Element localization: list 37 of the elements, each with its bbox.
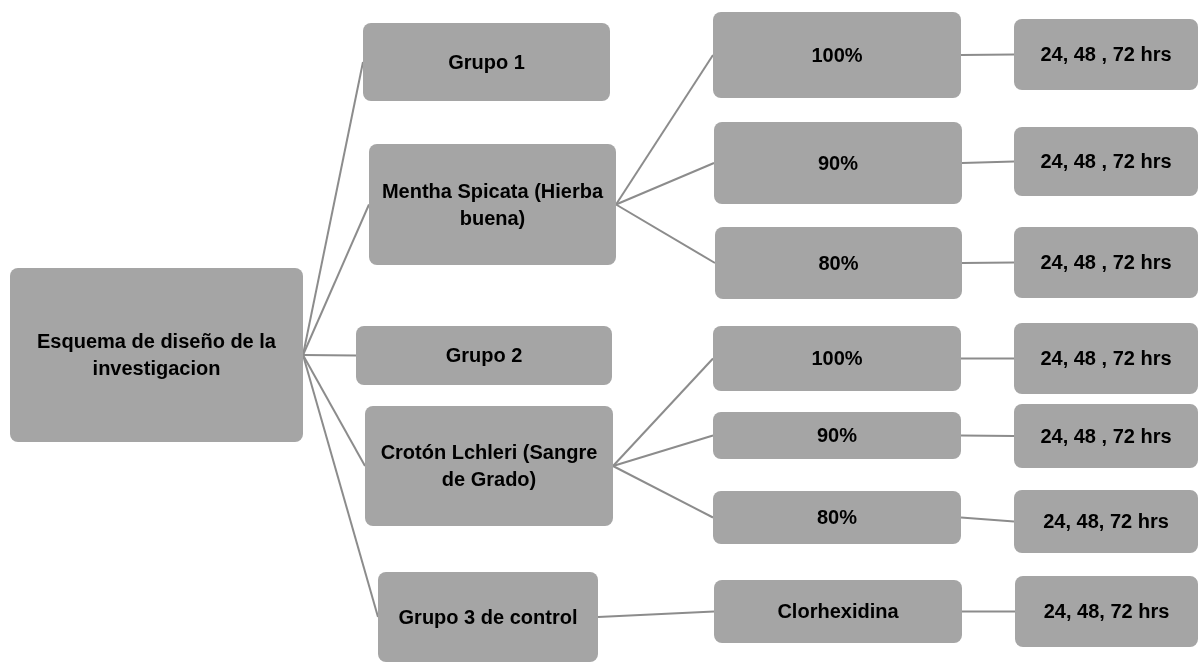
process-box: 24, 48 , 72 hrs bbox=[1014, 227, 1198, 298]
process-box: 90% bbox=[714, 122, 962, 204]
process-box: 24, 48 , 72 hrs bbox=[1014, 127, 1198, 196]
connector-line bbox=[961, 610, 1016, 613]
connector-line bbox=[302, 354, 366, 467]
process-box: 24, 48 , 72 hrs bbox=[1014, 19, 1198, 90]
connector-line bbox=[302, 203, 370, 356]
connector-line bbox=[960, 53, 1015, 56]
process-box: 100% bbox=[713, 326, 961, 391]
process-box: 100% bbox=[713, 12, 961, 98]
connector-line bbox=[960, 434, 1015, 437]
process-box: Clorhexidina bbox=[714, 580, 962, 643]
connector-line bbox=[597, 610, 715, 618]
process-box: Crotón Lchleri (Sangre de Grado) bbox=[365, 406, 613, 526]
process-box: 24, 48, 72 hrs bbox=[1015, 576, 1198, 647]
process-box: Grupo 3 de control bbox=[378, 572, 598, 662]
connector-line bbox=[615, 203, 716, 264]
connector-line bbox=[302, 354, 357, 357]
process-box: 90% bbox=[713, 412, 961, 459]
connector-line bbox=[612, 357, 714, 467]
connector-line bbox=[961, 261, 1015, 264]
process-box: 24, 48 , 72 hrs bbox=[1014, 404, 1198, 468]
connector-line bbox=[612, 465, 714, 519]
process-box: Grupo 2 bbox=[356, 326, 612, 385]
process-box: 24, 48 , 72 hrs bbox=[1014, 323, 1198, 394]
process-box: 80% bbox=[713, 491, 961, 544]
connector-line bbox=[961, 160, 1015, 164]
process-box: Esquema de diseño de la investigacion bbox=[10, 268, 303, 442]
process-box: Grupo 1 bbox=[363, 23, 610, 101]
process-box: 80% bbox=[715, 227, 962, 299]
connector-line bbox=[960, 357, 1015, 360]
connector-line bbox=[615, 54, 714, 206]
connector-line bbox=[612, 434, 714, 467]
process-box: 24, 48, 72 hrs bbox=[1014, 490, 1198, 553]
connector-line bbox=[615, 162, 715, 206]
process-box: Mentha Spicata (Hierba buena) bbox=[369, 144, 616, 265]
connector-line bbox=[960, 516, 1015, 523]
